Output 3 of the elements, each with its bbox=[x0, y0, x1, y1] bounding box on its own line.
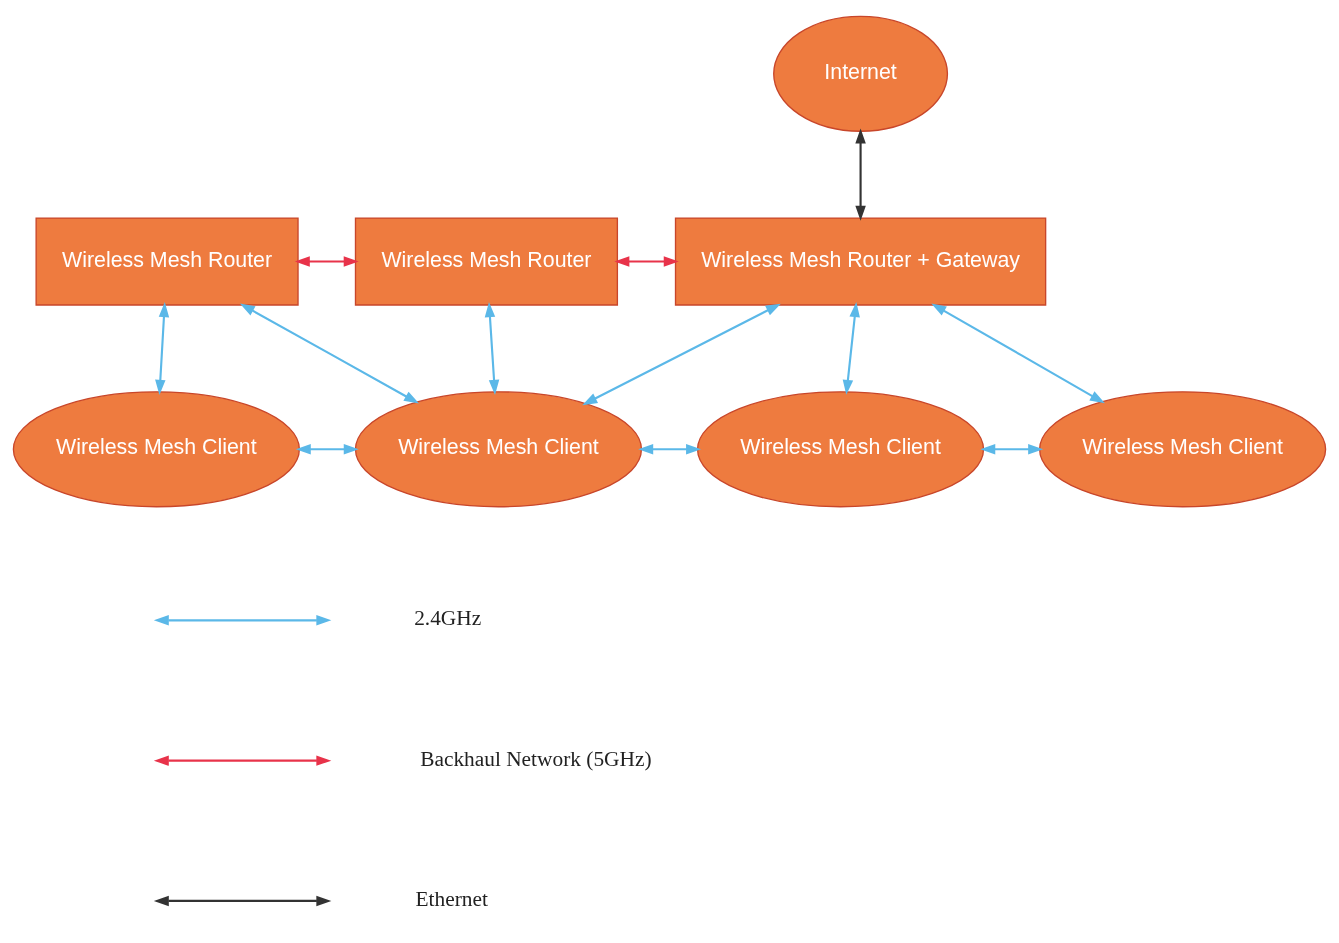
legend-label: 2.4GHz bbox=[414, 605, 482, 630]
legend-label: Backhaul Network (5GHz) bbox=[420, 746, 652, 771]
legend-label: Ethernet bbox=[415, 886, 488, 911]
